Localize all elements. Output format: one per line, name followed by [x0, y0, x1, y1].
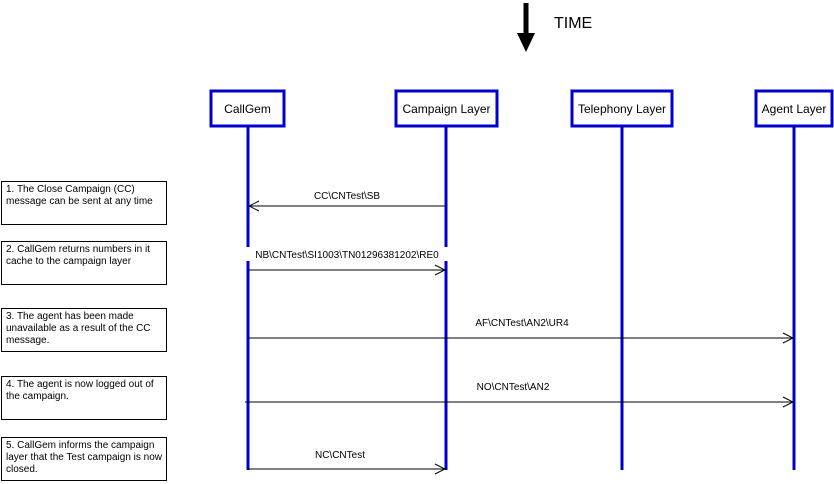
lane-header-callgem: CallGem	[209, 89, 286, 128]
message-4: NO\CNTest\AN2	[245, 382, 793, 402]
message-1-label: CC\CNTest\SB	[314, 191, 380, 202]
lane-label-callgem: CallGem	[224, 102, 271, 116]
down-arrow-icon	[517, 33, 535, 52]
time-indicator: TIME	[517, 3, 592, 52]
lane-header-agent: Agent Layer	[754, 89, 834, 128]
note-5-text: 5. CallGem informs the campaign layer th…	[6, 440, 163, 475]
lane-header-telephony: Telephony Layer	[570, 89, 674, 128]
note-box-3: 3. The agent has been made unavailable a…	[1, 308, 167, 352]
message-2: NB\CNTest\SI1003\TN01296381202\RE0	[246, 247, 448, 270]
time-label: TIME	[554, 15, 592, 32]
message-4-label: NO\CNTest\AN2	[477, 382, 550, 393]
lane-label-agent: Agent Layer	[762, 102, 827, 116]
note-box-1: 1. The Close Campaign (CC) message can b…	[1, 181, 167, 225]
message-2-label-bg	[246, 247, 448, 261]
note-1-text: 1. The Close Campaign (CC) message can b…	[6, 184, 153, 207]
lifelines	[246, 127, 796, 470]
message-5: NC\CNTest	[248, 450, 445, 469]
note-3-text: 3. The agent has been made unavailable a…	[6, 311, 151, 346]
note-4-text: 4. The agent is now logged out of the ca…	[6, 379, 154, 402]
message-3: AF\CNTest\AN2\UR4	[248, 318, 793, 338]
message-1: CC\CNTest\SB	[249, 191, 446, 206]
lane-header-campaign: Campaign Layer	[394, 89, 499, 128]
message-2-label: NB\CNTest\SI1003\TN01296381202\RE0	[255, 250, 439, 261]
message-3-label: AF\CNTest\AN2\UR4	[475, 318, 569, 329]
message-5-label: NC\CNTest	[315, 450, 365, 461]
lane-label-telephony: Telephony Layer	[578, 102, 666, 116]
note-box-4: 4. The agent is now logged out of the ca…	[1, 376, 167, 420]
note-box-2: 2. CallGem returns numbers in it cache t…	[1, 241, 167, 285]
note-box-5: 5. CallGem informs the campaign layer th…	[1, 437, 167, 481]
lane-label-campaign: Campaign Layer	[402, 102, 490, 116]
note-2-text: 2. CallGem returns numbers in it cache t…	[6, 244, 150, 267]
